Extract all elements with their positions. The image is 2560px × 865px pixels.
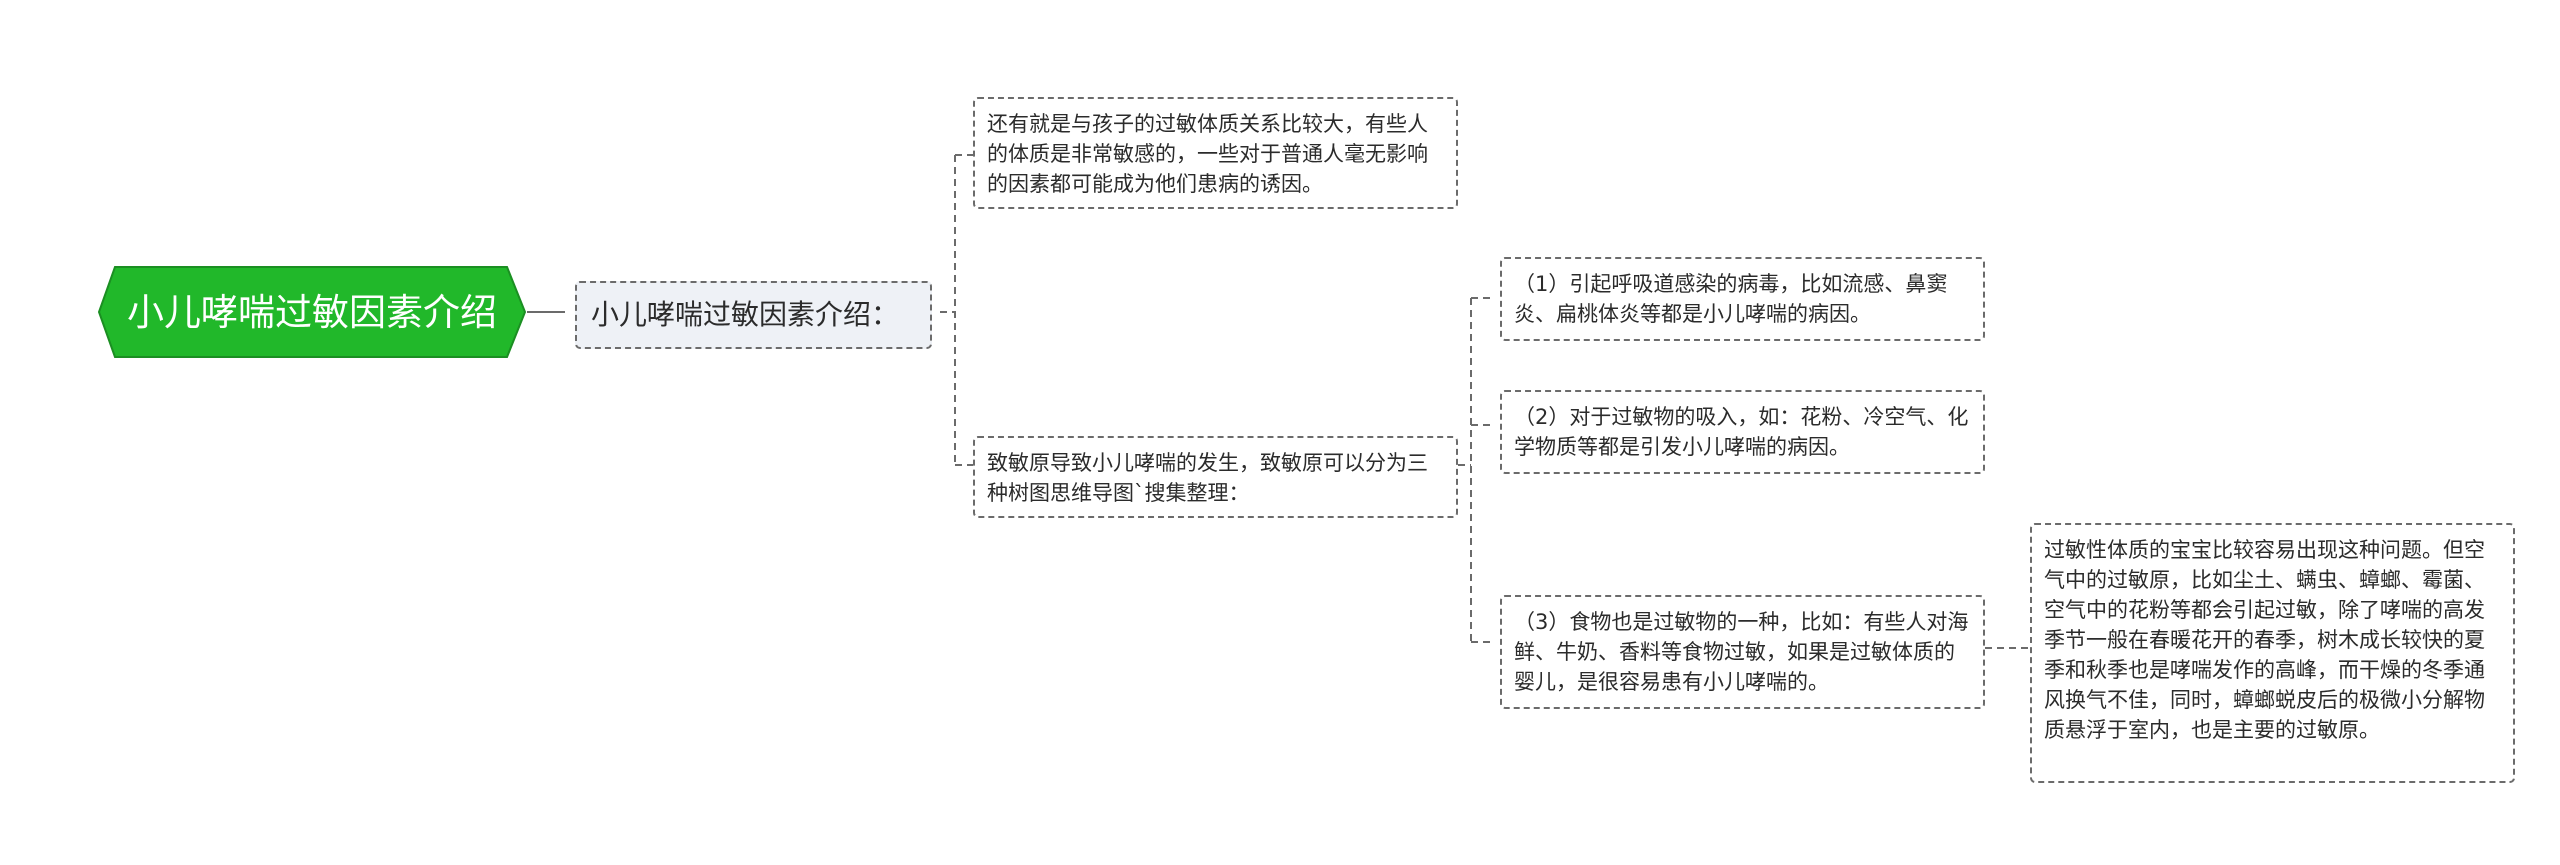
allergen-item-virus-text: （1）引起呼吸道感染的病毒，比如流感、鼻窦炎、扁桃体炎等都是小儿哮喘的病因。 (1514, 272, 1948, 326)
allergen-item-virus[interactable]: （1）引起呼吸道感染的病毒，比如流感、鼻窦炎、扁桃体炎等都是小儿哮喘的病因。 (1500, 257, 1985, 341)
node-allergen[interactable]: 致敏原导致小儿哮喘的发生，致敏原可以分为三种树图思维导图`搜集整理： (973, 436, 1458, 518)
node-allergen-text: 致敏原导致小儿哮喘的发生，致敏原可以分为三种树图思维导图`搜集整理： (987, 451, 1428, 505)
branch-node[interactable]: 小儿哮喘过敏因素介绍： (575, 281, 932, 349)
allergen-item-inhalant-text: （2）对于过敏物的吸入，如：花粉、冷空气、化学物质等都是引发小儿哮喘的病因。 (1514, 405, 1969, 459)
branch-node-label: 小儿哮喘过敏因素介绍： (591, 298, 900, 331)
allergen-item-inhalant[interactable]: （2）对于过敏物的吸入，如：花粉、冷空气、化学物质等都是引发小儿哮喘的病因。 (1500, 390, 1985, 474)
node-susceptible-constitution-text: 还有就是与孩子的过敏体质关系比较大，有些人的体质是非常敏感的，一些对于普通人毫无… (987, 112, 1428, 196)
node-susceptible-constitution[interactable]: 还有就是与孩子的过敏体质关系比较大，有些人的体质是非常敏感的，一些对于普通人毫无… (973, 97, 1458, 209)
allergen-item-food-text: （3）食物也是过敏物的一种，比如：有些人对海鲜、牛奶、香料等食物过敏，如果是过敏… (1514, 610, 1969, 694)
allergen-item-food[interactable]: （3）食物也是过敏物的一种，比如：有些人对海鲜、牛奶、香料等食物过敏，如果是过敏… (1500, 595, 1985, 709)
connector-allergen-items (1458, 297, 1492, 643)
root-node-label: 小儿哮喘过敏因素介绍 (127, 290, 497, 334)
root-node[interactable]: 小儿哮喘过敏因素介绍 (97, 265, 527, 359)
node-food-detail-text: 过敏性体质的宝宝比较容易出现这种问题。但空气中的过敏原，比如尘土、螨虫、蟑螂、霉… (2044, 538, 2485, 742)
connector-branch-children (940, 154, 973, 466)
node-food-detail[interactable]: 过敏性体质的宝宝比较容易出现这种问题。但空气中的过敏原，比如尘土、螨虫、蟑螂、霉… (2030, 523, 2515, 783)
